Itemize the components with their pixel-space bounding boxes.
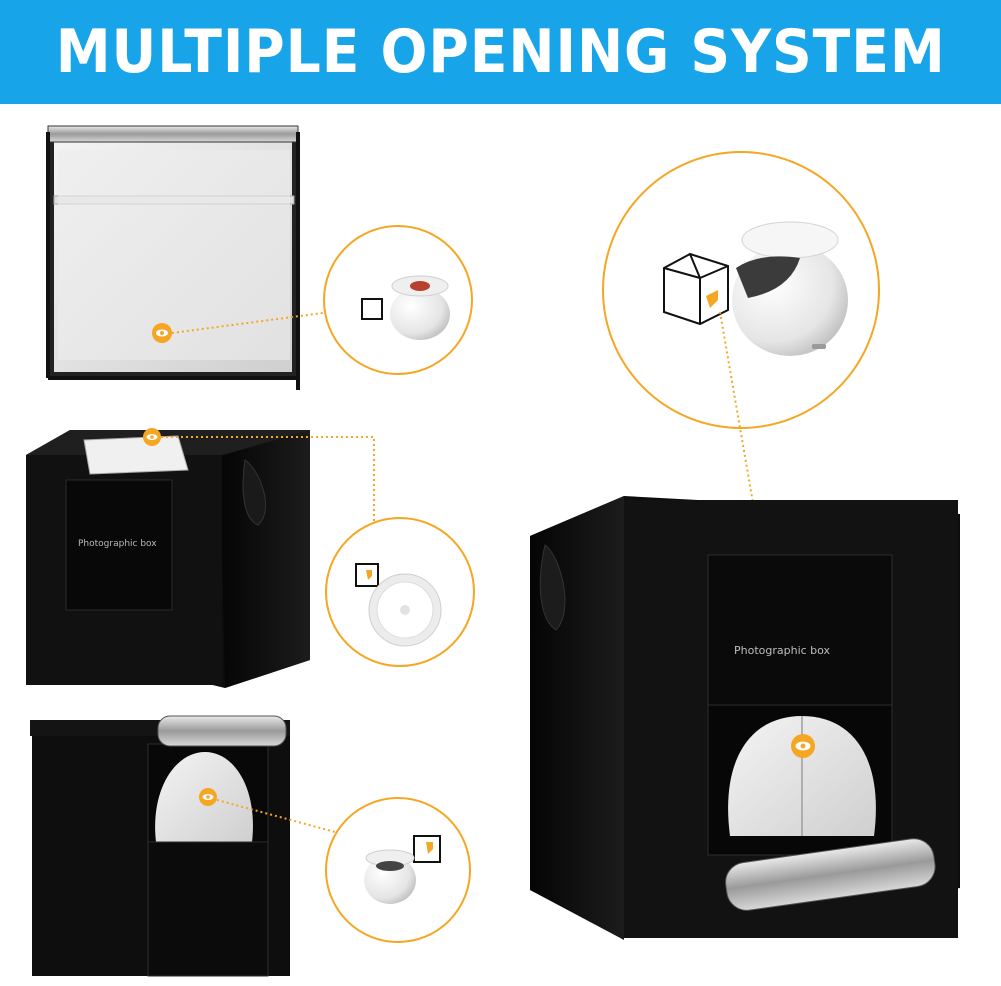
- cube-icon: [413, 835, 441, 863]
- callout-circle-large-speaker: [602, 151, 880, 429]
- product-illustration: Photographic box: [26, 125, 960, 977]
- open-box-illustration: [46, 125, 300, 390]
- banner-title: MULTIPLE OPENING SYSTEM: [55, 17, 946, 87]
- title-banner: MULTIPLE OPENING SYSTEM: [0, 0, 1001, 104]
- eye-marker-icon: [152, 323, 172, 343]
- speaker-product-icon: [732, 221, 848, 356]
- eye-marker-icon: [199, 788, 217, 806]
- eye-marker-icon: [143, 428, 161, 446]
- box-front-label: Photographic box: [78, 539, 157, 549]
- box-front-label: Photographic box: [734, 644, 831, 657]
- callout-circle-speaker-bottom: [325, 797, 471, 943]
- callout-circle-remote: [325, 517, 475, 667]
- speaker-product-icon: [364, 849, 416, 904]
- closed-box-illustration: Photographic box: [26, 430, 310, 688]
- connector-line: [161, 436, 375, 558]
- cube-icon: [361, 298, 383, 320]
- connector-line: [171, 307, 361, 334]
- cube-icon: [663, 252, 729, 326]
- connector-line: [216, 799, 373, 843]
- callout-circle-speaker: [323, 225, 473, 375]
- cube-icon: [355, 563, 379, 587]
- large-box-illustration: Photographic box: [530, 496, 960, 940]
- speaker-product-icon: [390, 275, 450, 340]
- remote-control-icon: [368, 573, 442, 647]
- eye-marker-icon: [791, 734, 815, 758]
- front-open-box-illustration: [30, 715, 290, 977]
